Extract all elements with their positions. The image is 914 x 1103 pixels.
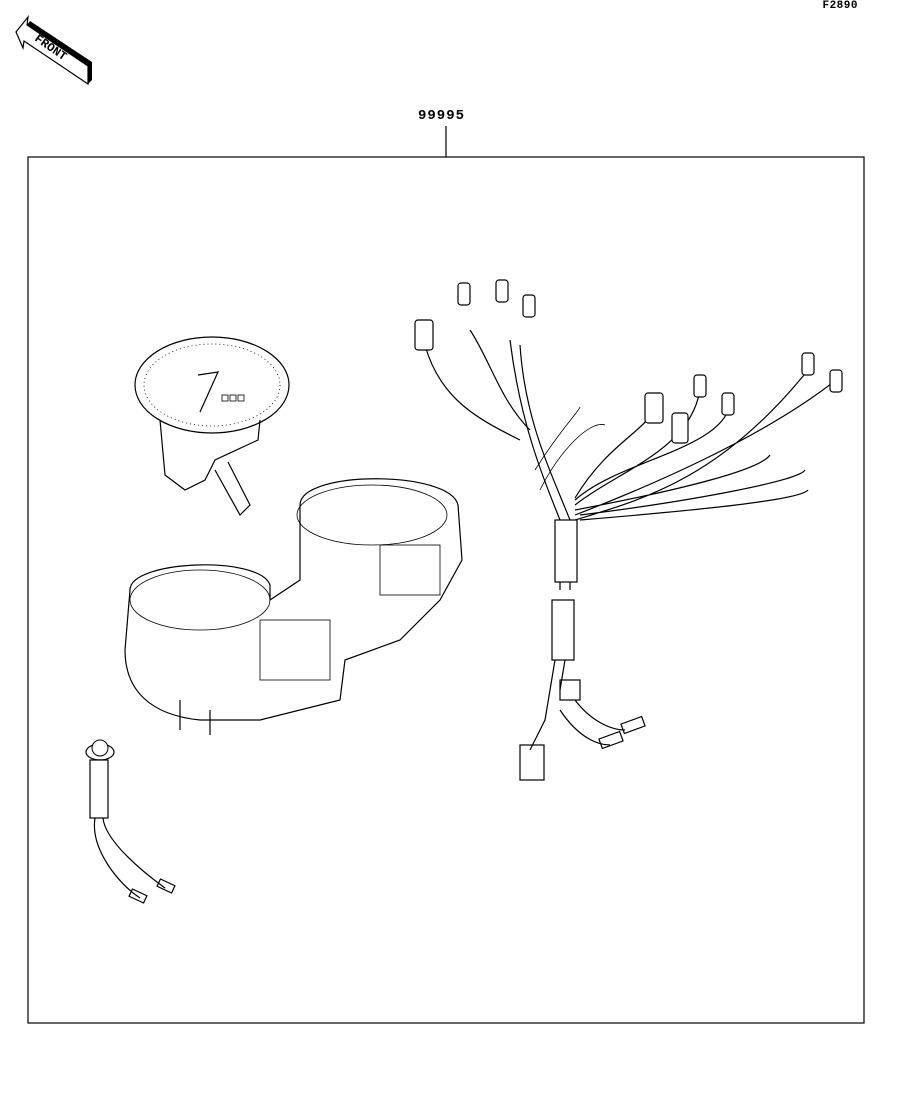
front-arrow-icon: FRONT — [15, 14, 92, 86]
bulb-socket-drawing[interactable] — [85, 739, 176, 904]
figure-code: F2890 — [822, 0, 858, 12]
speedometer-drawing[interactable] — [134, 336, 290, 516]
part-number-label[interactable]: 99995 — [418, 108, 466, 124]
meter-housing-drawing[interactable] — [124, 478, 463, 735]
kit-boundary — [27, 156, 865, 1024]
wiring-harness-drawing[interactable] — [414, 279, 843, 781]
